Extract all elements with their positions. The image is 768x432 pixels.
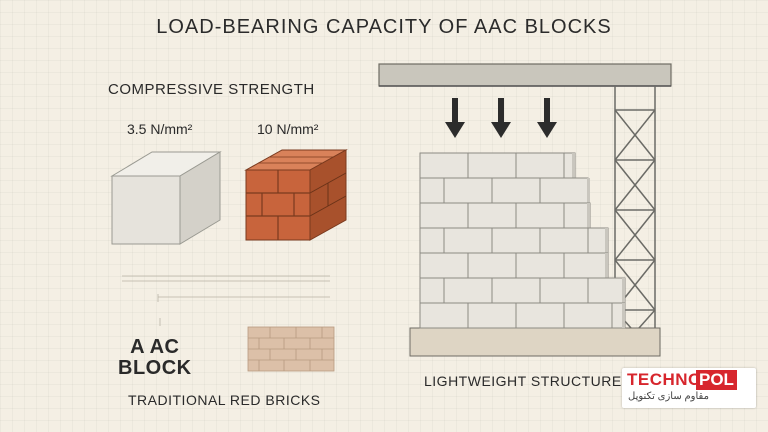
- down-arrow-icon: [445, 98, 465, 138]
- aac-wall-block: [467, 202, 517, 229]
- aac-block-illustration: [110, 151, 222, 245]
- sketch-lines: [122, 275, 330, 326]
- down-arrow-icon: [491, 98, 511, 138]
- load-arrows: [445, 98, 557, 138]
- aac-wall-block: [419, 302, 469, 329]
- aac-wall-block: [443, 227, 493, 254]
- logo-text-pol: POL: [696, 370, 737, 390]
- technopol-logo: TECHNO POL مقاوم سازی تکنوپل: [622, 368, 756, 408]
- aac-block-label-line1: A AC: [130, 336, 180, 358]
- aac-wall-block: [515, 302, 565, 329]
- aac-wall-block-shade: [622, 278, 625, 303]
- aac-wall-block: [515, 152, 565, 179]
- brick-strength-value: 10 N/mm²: [257, 121, 319, 137]
- diagram-title: LOAD-BEARING CAPACITY OF AAC BLOCKS: [156, 16, 612, 38]
- aac-wall-block: [587, 277, 626, 304]
- aac-wall-block: [515, 252, 565, 279]
- aac-wall-block: [491, 277, 541, 304]
- aac-wall-block: [539, 227, 589, 254]
- aac-wall-block: [467, 152, 517, 179]
- aac-wall-block-shade: [587, 203, 590, 228]
- aac-wall-block: [563, 302, 613, 329]
- traditional-bricks-label: TRADITIONAL RED BRICKS: [128, 392, 321, 408]
- aac-wall-block: [539, 177, 589, 204]
- down-arrow-icon: [537, 98, 557, 138]
- aac-wall-block: [563, 202, 591, 229]
- compressive-strength-heading: COMPRESSIVE STRENGTH: [108, 81, 315, 98]
- aac-wall-block: [419, 202, 469, 229]
- aac-wall-block: [467, 252, 517, 279]
- aac-wall-block-shade: [572, 153, 575, 178]
- aac-block-label: A AC BLOCK: [118, 337, 192, 379]
- aac-wall-block: [491, 177, 541, 204]
- aac-wall-block: [467, 302, 517, 329]
- aac-wall-block: [563, 252, 609, 279]
- aac-wall-block: [419, 152, 469, 179]
- red-brick-stack-illustration: [244, 149, 348, 241]
- aac-wall-block: [419, 252, 469, 279]
- aac-wall-block-shade: [587, 178, 590, 203]
- aac-wall-block-shade: [605, 228, 608, 253]
- aac-wall-block: [419, 277, 445, 304]
- aac-wall-block: [419, 177, 445, 204]
- lightweight-structure-label: LIGHTWEIGHT STRUCTURE: [424, 373, 622, 389]
- foundation-base: [409, 327, 661, 357]
- aac-wall: [419, 152, 626, 329]
- aac-wall-block: [539, 277, 589, 304]
- aac-strength-value: 3.5 N/mm²: [127, 121, 193, 137]
- aac-wall-block: [443, 277, 493, 304]
- faded-brick-wall: [247, 326, 335, 372]
- logo-subtitle: مقاوم سازی تکنوپل: [628, 391, 709, 402]
- aac-block-label-line2: BLOCK: [118, 357, 192, 379]
- concrete-slab: [378, 63, 672, 87]
- aac-wall-block: [491, 227, 541, 254]
- logo-text-techno: TECHNO: [627, 370, 702, 389]
- aac-wall-block-shade: [605, 253, 608, 278]
- aac-wall-block: [443, 177, 493, 204]
- aac-wall-block: [515, 202, 565, 229]
- aac-wall-block: [419, 227, 445, 254]
- aac-wall-block-shade: [622, 303, 625, 328]
